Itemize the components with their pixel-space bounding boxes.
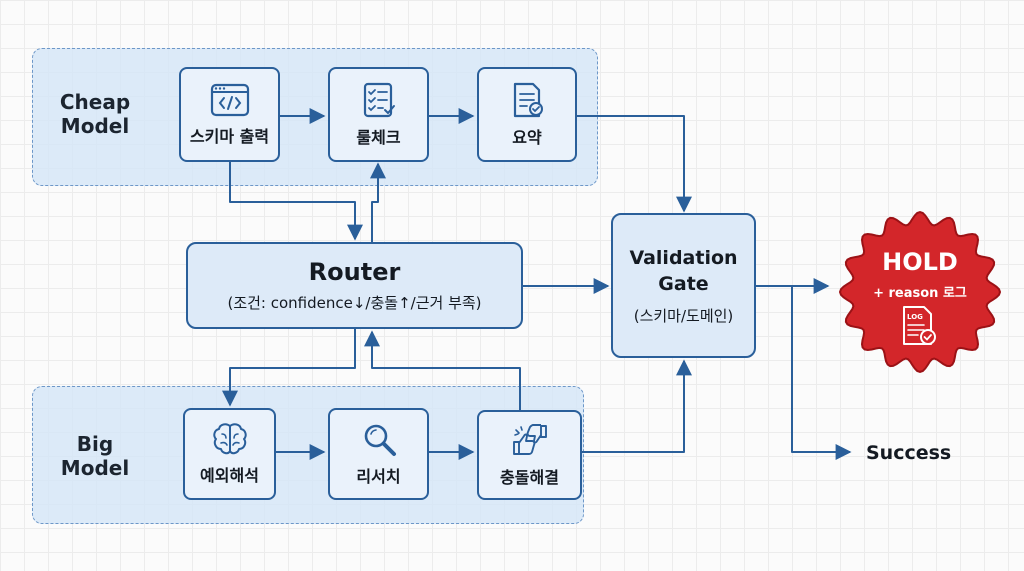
big-model-label: Big Model — [60, 432, 130, 480]
router-title: Router — [308, 258, 401, 286]
code-window-icon — [210, 83, 249, 116]
thumbs-up-down-icon — [512, 424, 547, 455]
cheap-model-label: Cheap Model — [59, 90, 131, 138]
edge-summary-to-gate — [577, 115, 692, 213]
log-document-icon: LOG — [903, 306, 936, 345]
edge-gate-to-success — [791, 286, 852, 460]
router-node[interactable]: Router (조건: confidence↓/충돌↑/근거 부족) — [186, 242, 523, 329]
conflict-resolution-node[interactable]: 충돌해결 — [477, 410, 582, 500]
hold-title: HOLD — [882, 248, 958, 276]
exception-analysis-node[interactable]: 예외해석 — [183, 408, 276, 500]
validation-gate-subtitle: (스키마/도메인) — [633, 307, 734, 325]
checklist-icon — [363, 82, 395, 117]
validation-gate-node[interactable]: Validation Gate (스키마/도메인) — [611, 213, 756, 358]
success-label: Success — [866, 442, 952, 464]
conflict-resolution-label: 충돌해결 — [500, 468, 559, 487]
edge-conflict-to-router — [364, 330, 521, 410]
summary-label: 요약 — [512, 127, 542, 147]
exception-analysis-label: 예외해석 — [200, 466, 259, 485]
rule-check-label: 룰체크 — [356, 127, 401, 147]
research-label: 리서치 — [356, 467, 401, 486]
brain-icon — [212, 423, 247, 455]
document-check-icon — [513, 82, 543, 117]
schema-output-label: 스키마 출력 — [189, 126, 270, 146]
validation-gate-title-line1: Validation — [629, 247, 738, 269]
edge-router-to-exception — [222, 329, 356, 407]
router-conditions: (조건: confidence↓/충돌↑/근거 부족) — [227, 294, 482, 312]
edge-schema-to-router — [229, 162, 363, 241]
hold-reason-log: + reason 로그 — [873, 286, 967, 301]
hold-seal-shape — [838, 210, 1002, 374]
log-icon-text: LOG — [907, 313, 923, 321]
edge-router-to-rulecheck — [370, 162, 386, 242]
schema-output-node[interactable]: 스키마 출력 — [179, 67, 280, 162]
edge-conflict-to-gate — [582, 359, 692, 453]
hold-badge[interactable]: HOLD + reason 로그 LOG — [830, 210, 1010, 375]
summary-node[interactable]: 요약 — [477, 67, 577, 162]
validation-gate-title-line2: Gate — [658, 273, 709, 295]
magnifier-icon — [364, 424, 396, 456]
rule-check-node[interactable]: 룰체크 — [328, 67, 429, 162]
research-node[interactable]: 리서치 — [328, 408, 429, 500]
